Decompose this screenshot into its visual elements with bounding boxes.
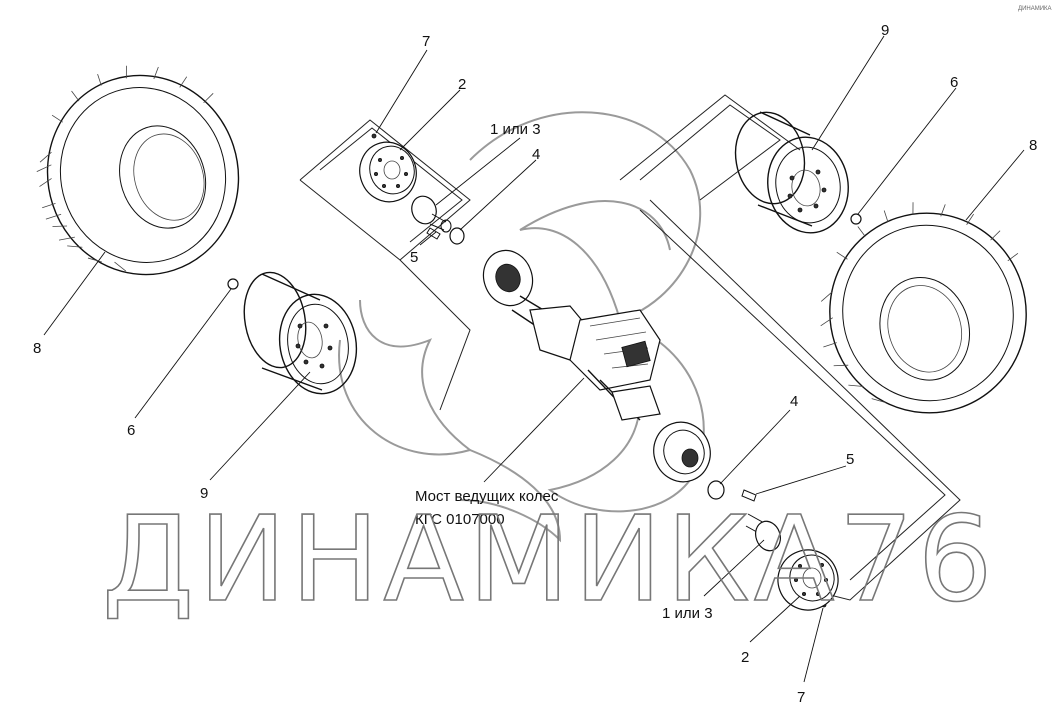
callout-6-top: 6 bbox=[950, 74, 958, 91]
callout-5-bottom: 5 bbox=[846, 451, 854, 468]
callout-4-top: 4 bbox=[532, 146, 540, 163]
right-wheel-rim bbox=[734, 111, 849, 234]
watermark-text: ДИНАМИКА76 bbox=[102, 490, 997, 628]
leader-lines bbox=[43, 35, 1025, 683]
top-hub bbox=[359, 141, 417, 203]
right-tire bbox=[820, 202, 1027, 414]
callout-6-left: 6 bbox=[127, 422, 135, 439]
callout-1or3-top: 1 или 3 bbox=[490, 121, 541, 138]
callout-labels: 7 2 1 или 3 4 5 9 6 8 8 6 9 4 5 1 или 3 … bbox=[33, 22, 1037, 706]
right-nut bbox=[850, 213, 862, 225]
callout-7-bottom: 7 bbox=[797, 689, 805, 706]
callout-2-top: 2 bbox=[458, 76, 466, 93]
left-tire bbox=[36, 65, 240, 276]
caption-line-2: КГС 0107000 bbox=[415, 511, 505, 528]
top-stud bbox=[371, 133, 377, 139]
callout-9-left: 9 bbox=[200, 485, 208, 502]
left-wheel-rim bbox=[243, 271, 358, 395]
callout-8-left: 8 bbox=[33, 340, 41, 357]
top-seal-ring bbox=[449, 227, 465, 245]
bottom-hub bbox=[777, 549, 839, 611]
caption-line-1: Мост ведущих колес bbox=[415, 488, 559, 505]
callout-5-top: 5 bbox=[410, 249, 418, 266]
callout-1or3-bottom: 1 или 3 bbox=[662, 605, 713, 622]
bottom-bolt bbox=[741, 489, 757, 502]
callout-2-bottom: 2 bbox=[741, 649, 749, 666]
top-half-shaft bbox=[411, 195, 452, 233]
bottom-half-shaft bbox=[745, 513, 781, 552]
callout-7-top: 7 bbox=[422, 33, 430, 50]
callout-8-right: 8 bbox=[1029, 137, 1037, 154]
bottom-seal-ring bbox=[707, 480, 725, 500]
callout-4-bottom: 4 bbox=[790, 393, 798, 410]
callout-9-top: 9 bbox=[881, 22, 889, 39]
axle-housing bbox=[482, 249, 711, 483]
left-nut bbox=[227, 278, 239, 290]
top-bolt bbox=[426, 227, 441, 240]
brand-mark: ДИНАМИКА bbox=[1018, 6, 1052, 12]
